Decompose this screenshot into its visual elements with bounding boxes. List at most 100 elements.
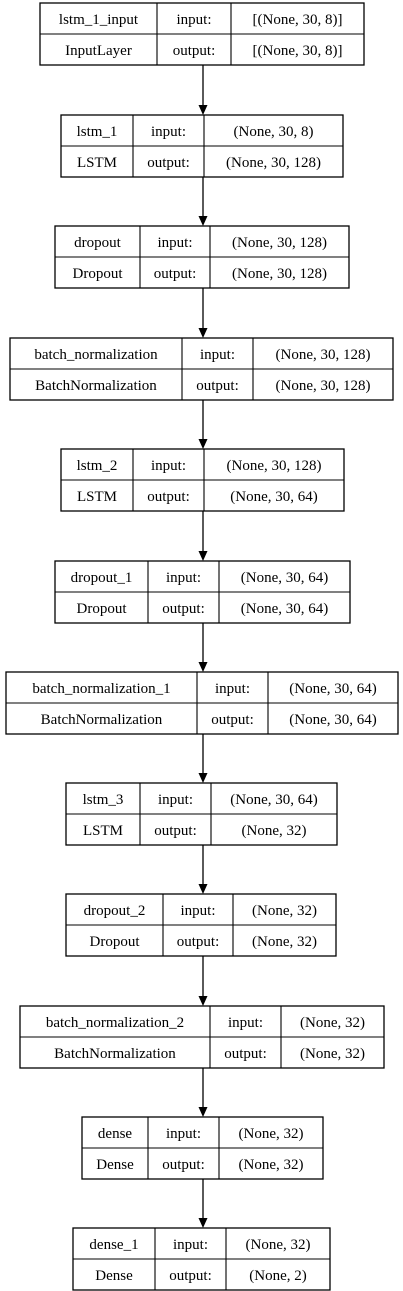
layer-name: lstm_2 bbox=[77, 458, 118, 474]
input-shape: [(None, 30, 8)] bbox=[253, 12, 343, 28]
input-label: input: bbox=[180, 903, 215, 919]
layer-class: BatchNormalization bbox=[35, 378, 157, 394]
input-shape: (None, 30, 64) bbox=[289, 681, 376, 697]
output-shape: (None, 30, 64) bbox=[230, 489, 317, 505]
input-label: input: bbox=[157, 235, 192, 251]
layer-class: InputLayer bbox=[65, 43, 132, 59]
input-label: input: bbox=[166, 570, 201, 586]
edge-arrow bbox=[198, 734, 208, 783]
layer-class: LSTM bbox=[77, 155, 117, 171]
layer-class: Dropout bbox=[77, 601, 128, 617]
edge-arrow bbox=[198, 956, 208, 1006]
input-shape: (None, 32) bbox=[300, 1015, 365, 1031]
arrow-head-icon bbox=[198, 996, 208, 1006]
input-label: input: bbox=[166, 1126, 201, 1142]
output-shape: (None, 30, 128) bbox=[226, 155, 321, 171]
arrow-head-icon bbox=[198, 884, 208, 894]
output-shape: (None, 32) bbox=[242, 823, 307, 839]
output-label: output: bbox=[162, 1157, 205, 1173]
output-label: output: bbox=[154, 266, 197, 282]
layer-name: batch_normalization_1 bbox=[32, 681, 170, 697]
arrow-head-icon bbox=[198, 105, 208, 115]
layer-class: LSTM bbox=[77, 489, 117, 505]
input-label: input: bbox=[200, 347, 235, 363]
output-shape: (None, 32) bbox=[300, 1046, 365, 1062]
layer-name: dropout bbox=[74, 235, 121, 251]
input-label: input: bbox=[173, 1237, 208, 1253]
output-shape: (None, 32) bbox=[239, 1157, 304, 1173]
layer-name: lstm_1 bbox=[77, 124, 118, 140]
layer-node-batch-normalization-2[interactable]: batch_normalization_2BatchNormalizationi… bbox=[19, 1005, 385, 1069]
layer-class: Dense bbox=[96, 1157, 134, 1173]
edge-arrow bbox=[198, 288, 208, 338]
arrow-head-icon bbox=[198, 551, 208, 561]
output-label: output: bbox=[177, 934, 220, 950]
input-shape: (None, 30, 128) bbox=[232, 235, 327, 251]
input-label: input: bbox=[176, 12, 211, 28]
edge-arrow bbox=[198, 511, 208, 561]
output-shape: (None, 30, 64) bbox=[241, 601, 328, 617]
output-label: output: bbox=[196, 378, 239, 394]
output-label: output: bbox=[169, 1268, 212, 1284]
output-shape: (None, 30, 64) bbox=[289, 712, 376, 728]
output-shape: (None, 30, 128) bbox=[276, 378, 371, 394]
layer-name: dropout_2 bbox=[84, 903, 146, 919]
arrow-head-icon bbox=[198, 216, 208, 226]
layer-class: Dense bbox=[95, 1268, 133, 1284]
input-label: input: bbox=[215, 681, 250, 697]
layer-class: LSTM bbox=[83, 823, 123, 839]
input-label: input: bbox=[151, 458, 186, 474]
output-label: output: bbox=[173, 43, 216, 59]
input-shape: (None, 30, 64) bbox=[230, 792, 317, 808]
layer-name: dense_1 bbox=[89, 1237, 138, 1253]
input-label: input: bbox=[158, 792, 193, 808]
layer-name: dropout_1 bbox=[71, 570, 133, 586]
layer-class: BatchNormalization bbox=[41, 712, 163, 728]
layer-class: Dropout bbox=[73, 266, 124, 282]
input-label: input: bbox=[151, 124, 186, 140]
input-shape: (None, 30, 128) bbox=[276, 347, 371, 363]
input-shape: (None, 30, 8) bbox=[234, 124, 314, 140]
input-shape: (None, 32) bbox=[252, 903, 317, 919]
output-label: output: bbox=[147, 155, 190, 171]
arrow-head-icon bbox=[198, 439, 208, 449]
layer-class: Dropout bbox=[90, 934, 141, 950]
output-label: output: bbox=[154, 823, 197, 839]
edge-arrow bbox=[198, 65, 208, 115]
layer-name: lstm_1_input bbox=[59, 12, 139, 28]
arrow-head-icon bbox=[198, 328, 208, 338]
layer-name: batch_normalization_2 bbox=[46, 1015, 184, 1031]
output-shape: [(None, 30, 8)] bbox=[253, 43, 343, 59]
output-label: output: bbox=[211, 712, 254, 728]
input-shape: (None, 30, 128) bbox=[227, 458, 322, 474]
layer-name: batch_normalization bbox=[34, 347, 158, 363]
output-label: output: bbox=[224, 1046, 267, 1062]
edge-arrow bbox=[198, 845, 208, 894]
output-shape: (None, 2) bbox=[249, 1268, 306, 1284]
edge-arrow bbox=[198, 400, 208, 449]
output-shape: (None, 32) bbox=[252, 934, 317, 950]
arrow-head-icon bbox=[198, 662, 208, 672]
layer-name: lstm_3 bbox=[83, 792, 124, 808]
arrow-head-icon bbox=[198, 1218, 208, 1228]
output-label: output: bbox=[147, 489, 190, 505]
arrow-head-icon bbox=[198, 1107, 208, 1117]
edge-arrow bbox=[198, 177, 208, 226]
input-shape: (None, 32) bbox=[246, 1237, 311, 1253]
layer-class: BatchNormalization bbox=[54, 1046, 176, 1062]
arrow-head-icon bbox=[198, 773, 208, 783]
input-shape: (None, 30, 64) bbox=[241, 570, 328, 586]
edge-arrow bbox=[198, 1179, 208, 1228]
